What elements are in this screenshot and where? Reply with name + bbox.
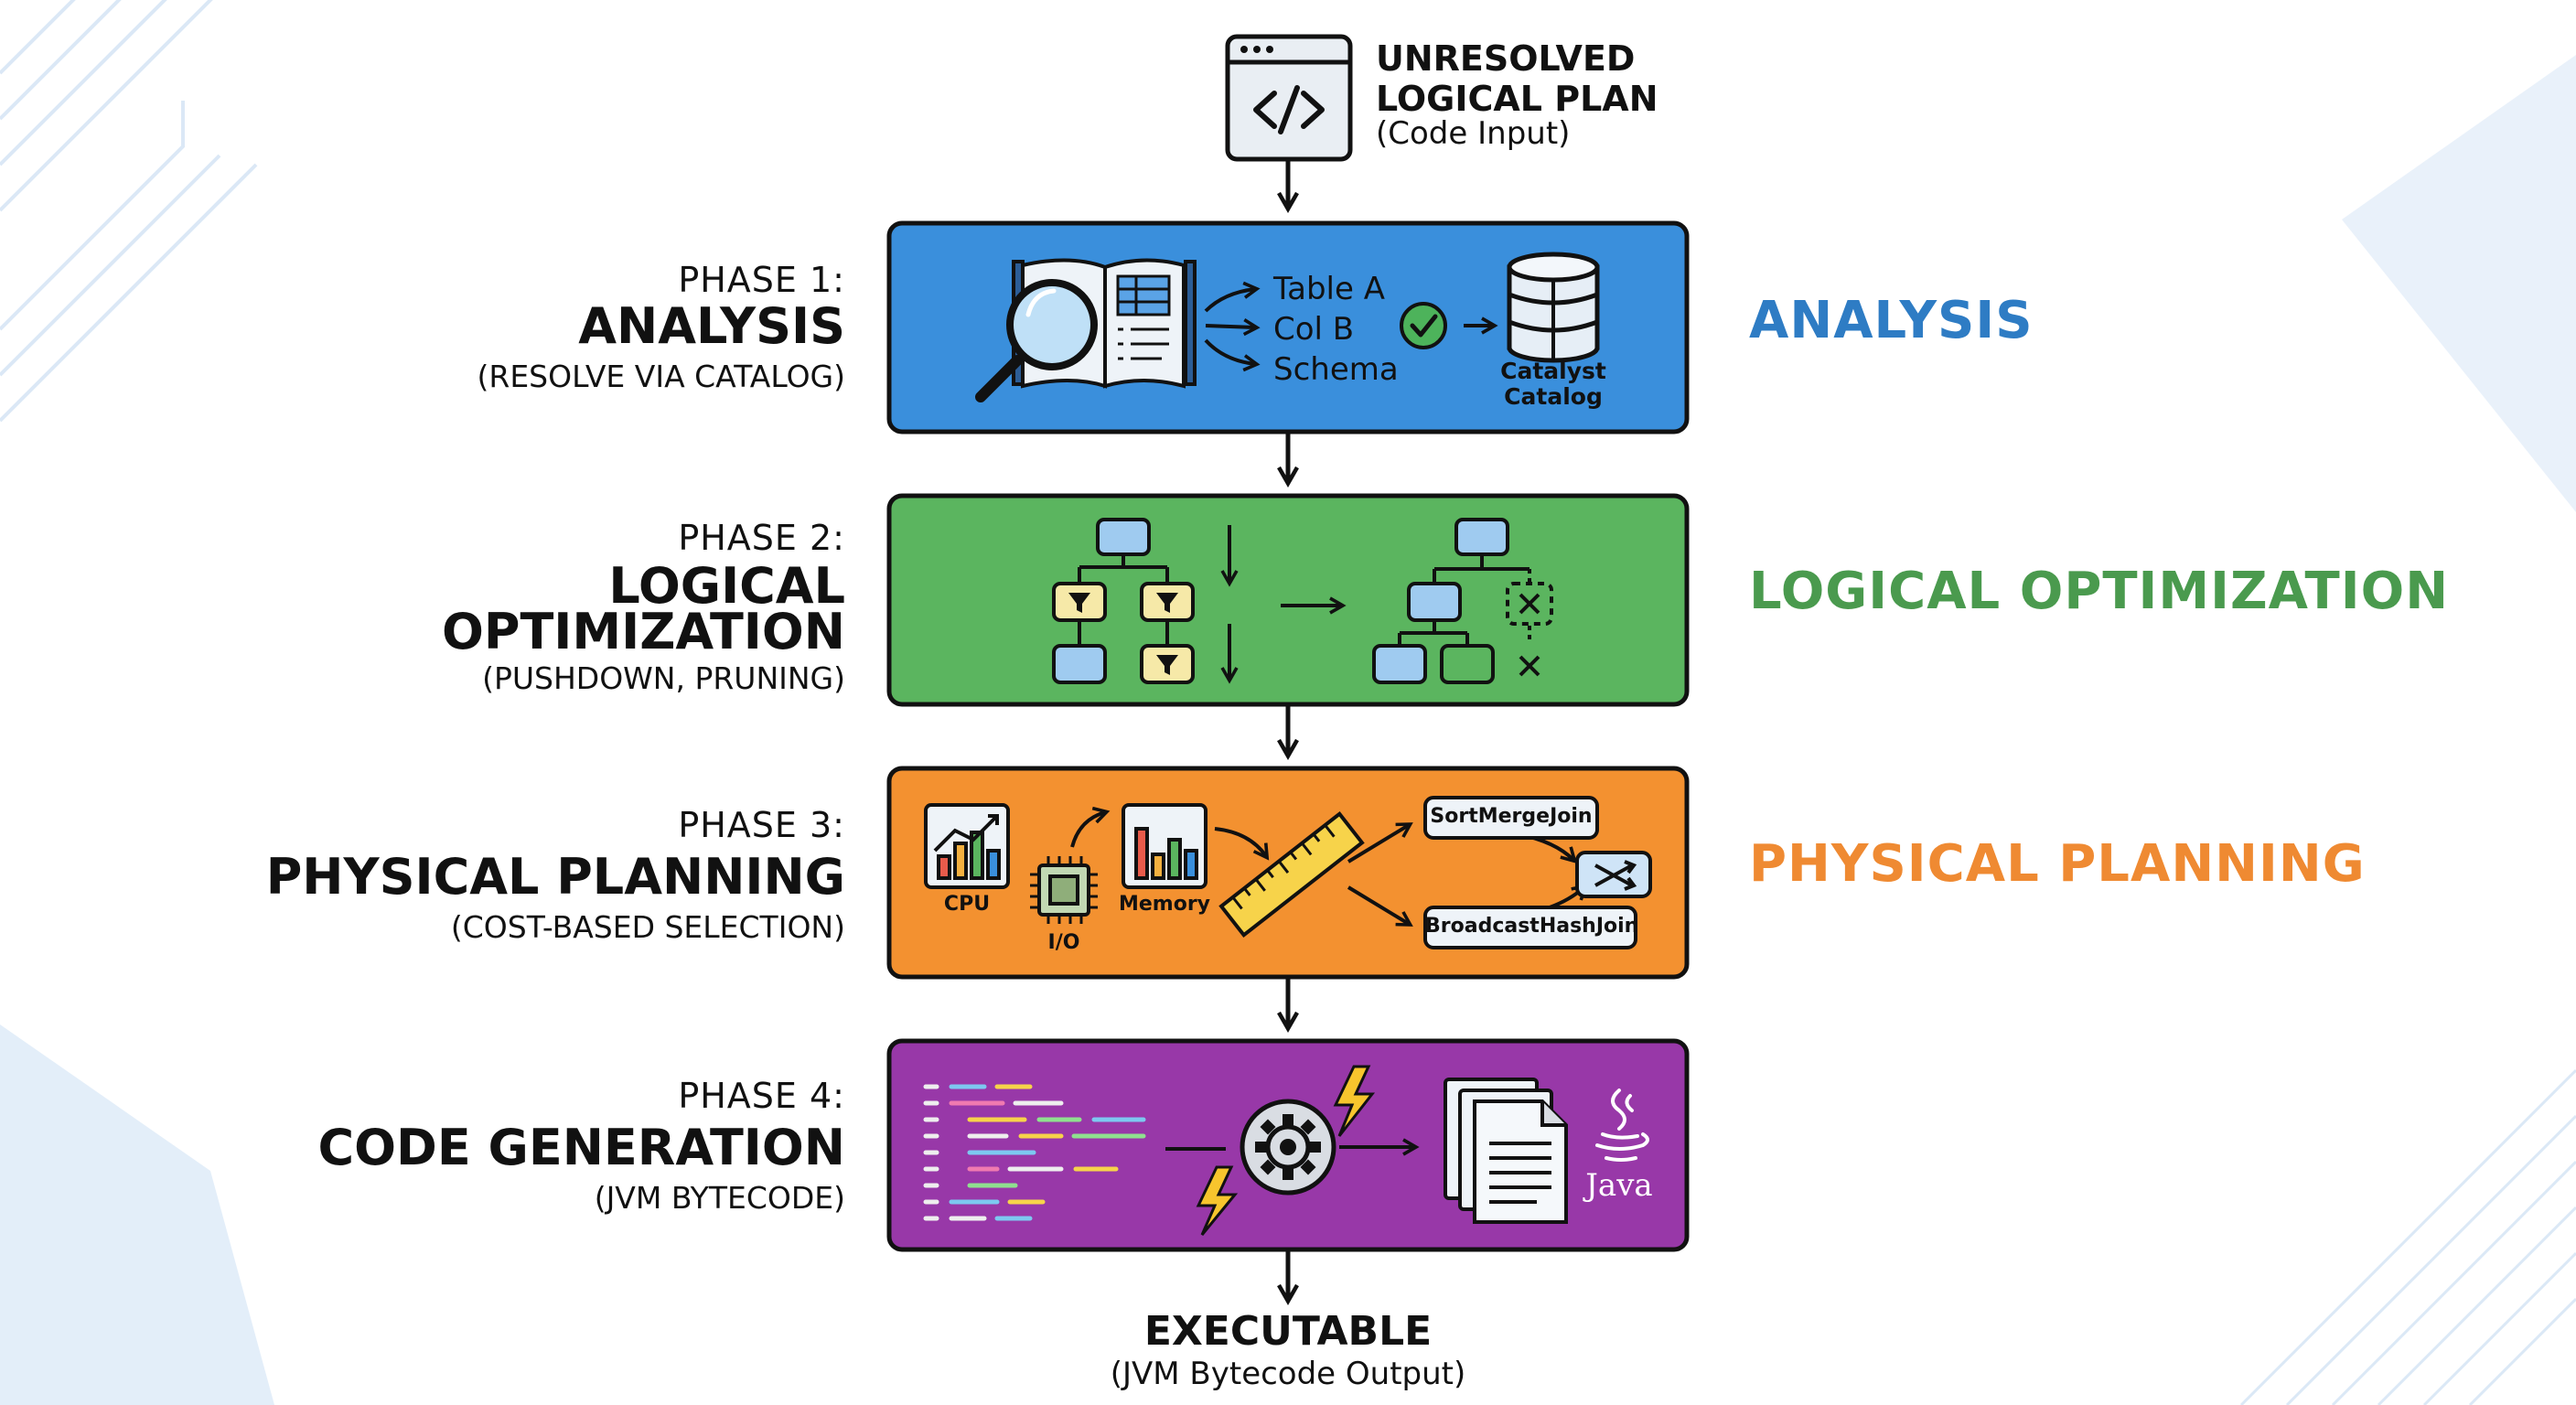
catalog-label-line2: Catalog [1504, 383, 1603, 410]
analysis-item-schema: Schema [1273, 351, 1399, 388]
phase-4-subtitle: (JVM BYTECODE) [594, 1180, 845, 1216]
ruler-icon [1218, 810, 1365, 938]
io-label: I/O [1047, 931, 1080, 954]
phase-1-right-title: ANALYSIS [1749, 291, 2034, 350]
input-title-line1: UNRESOLVED [1376, 38, 1636, 79]
analysis-item-column: Col B [1273, 311, 1355, 348]
phase-3-right-title: PHYSICAL PLANNING [1749, 834, 2366, 894]
magnifier-icon [975, 279, 1098, 402]
broadcasthashjoin-label: BroadcastHashJoin [1425, 915, 1639, 938]
java-label: Java [1585, 1167, 1653, 1204]
phase-4-name: CODE GENERATION [317, 1119, 845, 1176]
cpu-chart-icon [924, 803, 1010, 889]
optimized-tree-icon [1372, 518, 1553, 684]
input-subtitle: (Code Input) [1376, 115, 1571, 152]
catalog-label: Catalyst Catalog [1489, 359, 1617, 410]
chip-icon [1030, 806, 1111, 924]
phase-3-label: PHASE 3: PHYSICAL PLANNING (COST-BASED S… [22, 805, 845, 945]
phase-2-name-line2: OPTIMIZATION [441, 603, 845, 660]
cpu-label: CPU [943, 893, 991, 916]
analysis-item-table: Table A [1273, 271, 1385, 307]
catalog-label-line1: Catalyst [1500, 358, 1606, 384]
phase-2-subtitle: (PUSHDOWN, PRUNING) [482, 660, 845, 696]
phase-2-number: PHASE 2: [678, 518, 845, 558]
broadcasthashjoin-pill [1423, 906, 1637, 949]
phase-3-number: PHASE 3: [678, 805, 845, 845]
output-title: EXECUTABLE [1143, 1308, 1433, 1355]
phase-2-name-line1: LOGICAL [608, 557, 845, 615]
pruned-node-icon [1506, 582, 1553, 626]
phase-2-box [886, 493, 1690, 707]
phase-4-label: PHASE 4: CODE GENERATION (JVM BYTECODE) [22, 1076, 845, 1216]
analysis-branch-arrows [1204, 281, 1498, 372]
phase-1-label: PHASE 1: ANALYSIS (RESOLVE VIA CATALOG) [205, 260, 845, 394]
plan-tree-icon [1052, 518, 1347, 684]
code-window-icon [1225, 34, 1353, 162]
memory-label: Memory [1118, 893, 1211, 916]
phase-3-subtitle: (COST-BASED SELECTION) [450, 909, 845, 945]
database-icon [1507, 252, 1600, 363]
gear-icon [1240, 1099, 1336, 1196]
phase-4-number: PHASE 4: [678, 1076, 845, 1116]
memory-chart-icon [1122, 803, 1208, 889]
input-title: UNRESOLVED LOGICAL PLAN [1376, 38, 1658, 119]
shuffle-icon [1575, 851, 1652, 898]
java-icon [1595, 1089, 1649, 1162]
output-subtitle: (JVM Bytecode Output) [1110, 1356, 1466, 1392]
code-lines-icon [923, 1084, 1146, 1221]
input-title-line2: LOGICAL PLAN [1376, 79, 1658, 119]
analysis-items: Table A Col B Schema [1273, 269, 1399, 390]
phase-2-label: PHASE 2: LOGICAL OPTIMIZATION (PUSHDOWN,… [205, 518, 845, 696]
lightning-icon [1196, 1065, 1376, 1236]
sortmergejoin-label: SortMergeJoin [1430, 805, 1593, 828]
documents-icon [1444, 1078, 1568, 1224]
phase-2-right-title: LOGICAL OPTIMIZATION [1749, 562, 2450, 621]
sortmergejoin-pill [1423, 796, 1599, 840]
phase-1-subtitle: (RESOLVE VIA CATALOG) [477, 359, 845, 394]
phase-3-name: PHYSICAL PLANNING [265, 848, 845, 906]
check-icon [1400, 302, 1447, 349]
phase-1-name: ANALYSIS [578, 297, 845, 355]
phase-1-number: PHASE 1: [678, 260, 845, 300]
